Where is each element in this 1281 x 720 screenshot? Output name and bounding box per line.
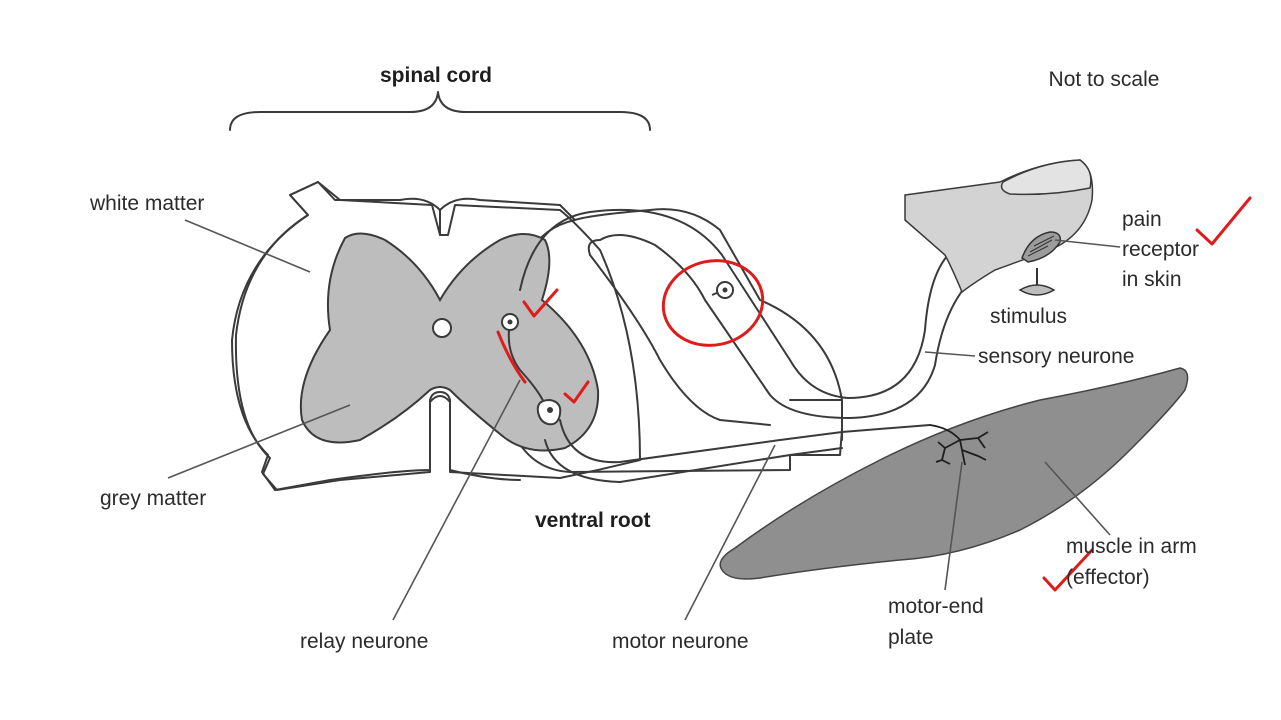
- red-check-relay: [522, 288, 559, 318]
- fingernail: [1000, 159, 1092, 196]
- red-check-muscle: [1042, 548, 1094, 592]
- leader-white-matter: [184, 219, 311, 273]
- spinal-cord-brace: [229, 91, 651, 131]
- leader-pain-receptor: [1054, 239, 1121, 248]
- label-stimulus: stimulus: [990, 305, 1067, 328]
- label-grey-matter: grey matter: [100, 487, 206, 510]
- leader-grey-matter: [167, 404, 351, 479]
- motor-end-plate-icon: [929, 424, 989, 466]
- ganglion-nucleus: [722, 287, 728, 293]
- grey-matter: [299, 232, 600, 452]
- label-pain-3: in skin: [1122, 268, 1182, 291]
- central-canal: [432, 318, 452, 338]
- scale-note: Not to scale: [1049, 68, 1160, 91]
- red-line-relay: [496, 330, 527, 384]
- motor-neurone-path-inner: [544, 439, 843, 483]
- leader-muscle: [1044, 461, 1111, 536]
- stimulus-pin-head: [1018, 284, 1056, 296]
- label-motor-neurone: motor neurone: [612, 630, 749, 653]
- label-pain-2: receptor: [1122, 238, 1199, 261]
- red-check-motor: [563, 380, 590, 404]
- red-circle-annotation: [661, 259, 765, 347]
- relay-neurone: [507, 321, 546, 406]
- ventral-root-outline: [789, 399, 843, 441]
- sensory-neurone-path-outer: [519, 208, 961, 399]
- muscle: [719, 367, 1189, 580]
- label-white-matter: white matter: [89, 192, 204, 215]
- label-muscle-1: muscle in arm: [1066, 535, 1197, 558]
- sensory-neurone-inner-loop: [587, 239, 771, 426]
- motor-nucleus: [547, 407, 553, 413]
- leader-sensory-neurone: [924, 351, 976, 357]
- label-motor-end-plate-2: plate: [888, 626, 934, 649]
- leader-relay-neurone: [392, 379, 521, 621]
- label-motor-end-plate-1: motor-end: [888, 595, 984, 618]
- label-muscle-2: (effector): [1066, 566, 1150, 589]
- label-pain-1: pain: [1122, 208, 1162, 231]
- label-sensory-neurone: sensory neurone: [978, 345, 1134, 368]
- leader-motor-end-plate: [944, 461, 963, 591]
- white-matter: [234, 181, 641, 491]
- sensory-neurone-path-inner: [599, 234, 981, 419]
- label-relay-neurone: relay neurone: [300, 630, 428, 653]
- spinal-cord-title: spinal cord: [380, 64, 492, 87]
- pain-receptor-texture: [1027, 235, 1055, 257]
- leader-motor-neurone: [684, 444, 776, 621]
- red-check-pain: [1195, 196, 1252, 246]
- relay-nucleus: [507, 319, 513, 325]
- label-ventral-root: ventral root: [535, 509, 651, 532]
- motor-neurone-path-outer: [559, 419, 931, 464]
